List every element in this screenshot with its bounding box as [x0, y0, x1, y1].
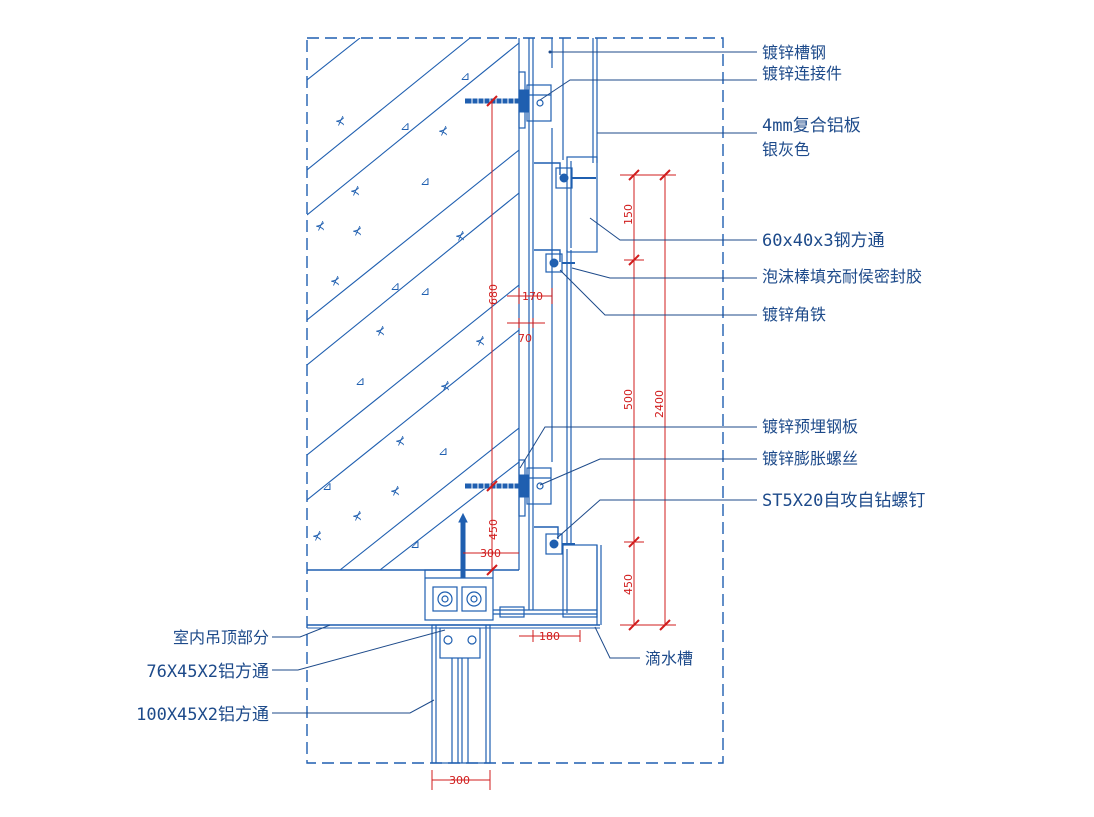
- steel-tube-upper: [566, 156, 598, 253]
- label-galv-connector: 镀锌连接件: [762, 64, 842, 83]
- leader-lines: [272, 50, 757, 714]
- dim-300-mid: 300: [480, 547, 501, 560]
- dim-500: 500: [622, 389, 635, 410]
- label-galv-angle: 镀锌角铁: [762, 305, 826, 324]
- svg-text:⊀: ⊀: [455, 229, 465, 243]
- svg-text:⊀: ⊀: [375, 324, 385, 338]
- dim-150: 150: [622, 204, 635, 225]
- label-alu-panel: 4mm复合铝板: [762, 116, 861, 136]
- dim-2400: 2400: [653, 390, 666, 418]
- svg-text:⊀: ⊀: [475, 334, 485, 348]
- svg-text:⊿: ⊿: [438, 444, 448, 458]
- sealant-joint-upper: [555, 167, 596, 189]
- label-alu-tube-100: 100X45X2铝方通: [136, 705, 269, 725]
- dim-680: 680: [487, 284, 500, 305]
- anchor-rod: [458, 512, 468, 578]
- aluminum-panel: [562, 38, 598, 545]
- svg-text:⊿: ⊿: [400, 119, 410, 133]
- svg-text:⊿: ⊿: [460, 69, 470, 83]
- dim-180: 180: [539, 630, 560, 643]
- svg-text:⊀: ⊀: [312, 529, 322, 543]
- label-galv-channel: 镀锌槽钢: [762, 43, 826, 62]
- label-screw: ST5X20自攻自钻螺钉: [762, 491, 925, 511]
- dim-170: 170: [522, 290, 543, 303]
- svg-text:⊀: ⊀: [440, 379, 450, 393]
- dim-450-right: 450: [622, 574, 635, 595]
- drawing-border: [306, 37, 724, 764]
- aluminum-tube-100: [431, 624, 491, 764]
- svg-text:⊿: ⊿: [355, 374, 365, 388]
- concrete-wall: ⊿ ⊀ ⊿ ⊀ ⊀ ⊿ ⊀ ⊀ ⊀ ⊀ ⊿ ⊿ ⊀ ⊀ ⊿ ⊀ ⊀ ⊿ ⊿ ⊀ ⊀ ⊀ ⊿: [307, 38, 519, 570]
- galv-angle-lower: [534, 526, 559, 539]
- dim-450-left: 450: [487, 519, 500, 540]
- svg-text:⊀: ⊀: [315, 219, 325, 233]
- svg-text:⊿: ⊿: [410, 537, 420, 551]
- dimension-ticks: [486, 95, 671, 631]
- ceiling-hanger-assembly: [424, 569, 525, 621]
- svg-text:⊀: ⊀: [335, 114, 345, 128]
- svg-text:⊀: ⊀: [350, 184, 360, 198]
- dim-70: 70: [518, 332, 532, 345]
- label-alu-tube-76: 76X45X2铝方通: [146, 662, 269, 682]
- svg-text:⊀: ⊀: [330, 274, 340, 288]
- label-ceiling: 室内吊顶部分: [173, 628, 269, 647]
- aluminum-tube-76: [439, 627, 481, 763]
- svg-text:⊀: ⊀: [352, 509, 362, 523]
- svg-text:⊀: ⊀: [390, 484, 400, 498]
- sealant-joint-lower: [545, 533, 575, 555]
- svg-text:⊿: ⊿: [322, 479, 332, 493]
- label-alu-panel-color: 银灰色: [762, 140, 810, 159]
- svg-text:⊿: ⊿: [420, 284, 430, 298]
- label-foam-sealant: 泡沫棒填充耐侯密封胶: [762, 267, 922, 286]
- svg-text:⊀: ⊀: [395, 434, 405, 448]
- svg-text:⊀: ⊀: [352, 224, 362, 238]
- dim-300-bottom: 300: [449, 774, 470, 787]
- svg-text:⊿: ⊿: [420, 174, 430, 188]
- label-steel-tube: 60x40x3钢方通: [762, 231, 885, 251]
- galv-angle-upper: [534, 162, 561, 262]
- label-galv-plate: 镀锌预埋钢板: [762, 417, 858, 436]
- svg-text:⊿: ⊿: [390, 279, 400, 293]
- soffit-panel: [493, 545, 602, 625]
- label-galv-bolt: 镀锌膨胀螺丝: [762, 449, 858, 468]
- galv-channel: [528, 38, 553, 610]
- galv-connector-bottom: [526, 467, 552, 505]
- galv-connector-top: [526, 84, 552, 122]
- steel-tube-lower: [562, 544, 598, 618]
- dimension-lines: [431, 101, 676, 790]
- sealant-joint-mid: [545, 253, 575, 273]
- label-drip-groove: 滴水槽: [645, 649, 693, 668]
- svg-text:⊀: ⊀: [438, 124, 448, 138]
- expansion-bolt-top: [465, 89, 529, 113]
